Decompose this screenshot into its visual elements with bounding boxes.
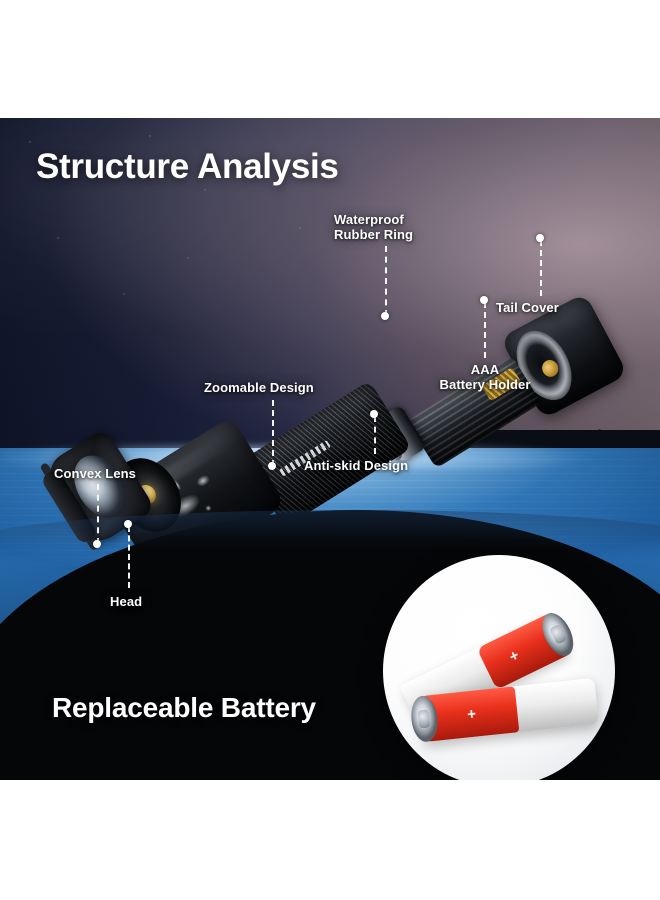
callout-dot-aaa-battery-holder (480, 296, 488, 304)
callout-dot-convex-lens (93, 540, 101, 548)
callout-label-line2: Battery Holder (439, 377, 531, 392)
callout-dot-waterproof-rubber-ring (381, 312, 389, 320)
page-title: Structure Analysis (36, 147, 339, 186)
callout-label-line1: AAA (470, 362, 500, 377)
battery-plus-mark: + (466, 705, 477, 724)
photo-canvas: Convex Lens Zoomable Design Waterproof R… (0, 118, 660, 780)
callout-label-convex-lens: Convex Lens (54, 466, 137, 481)
callout-line-anti-skid-design (374, 416, 376, 454)
callout-label-waterproof-rubber-ring: Waterproof Rubber Ring (334, 212, 446, 242)
callout-line-head (128, 526, 130, 588)
callout-dot-anti-skid-design (370, 410, 378, 418)
callout-label-tail-cover: Tail Cover (496, 300, 559, 315)
callout-line-convex-lens (97, 484, 99, 544)
callout-dot-tail-cover (536, 234, 544, 242)
callout-label-line1: Waterproof (334, 212, 404, 227)
callout-line-waterproof-rubber-ring (385, 246, 387, 316)
callout-label-head: Head (110, 594, 143, 609)
callout-dot-head (124, 520, 132, 528)
battery-terminal-nub (549, 623, 568, 645)
callout-label-zoomable-design: Zoomable Design (204, 380, 314, 395)
callout-line-zoomable-design (272, 400, 274, 466)
callout-label-line2: Rubber Ring (334, 227, 414, 242)
callout-dot-zoomable-design (268, 462, 276, 470)
battery-inset: + + (383, 555, 615, 780)
stars (0, 118, 340, 328)
battery-terminal-nub (417, 709, 431, 729)
callout-label-aaa-battery-holder: AAA Battery Holder (420, 362, 550, 392)
callout-label-anti-skid-design: Anti-skid Design (304, 458, 409, 473)
callout-line-aaa-battery-holder (484, 302, 486, 358)
callout-line-tail-cover (540, 240, 542, 296)
section-subtitle: Replaceable Battery (52, 692, 316, 723)
